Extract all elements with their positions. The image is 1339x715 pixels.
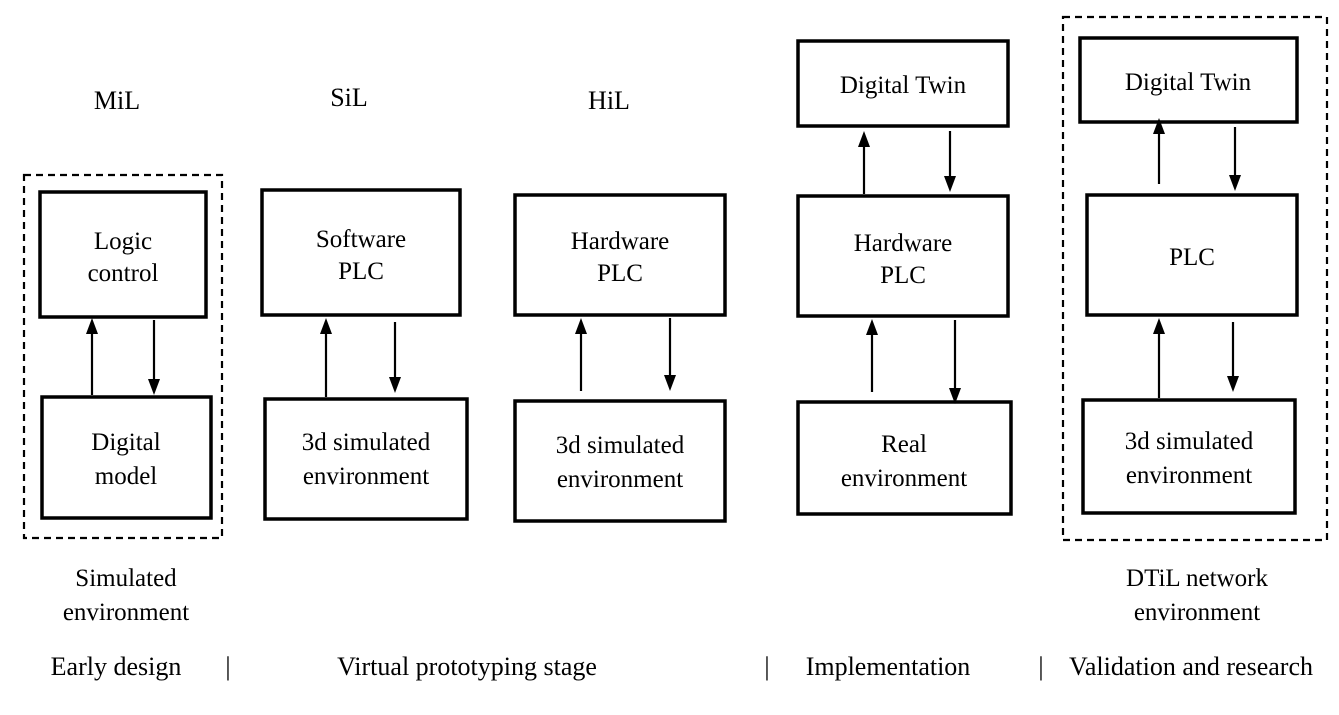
- dtil-digital-twin-box: [1078, 36, 1299, 124]
- column-sil: SiL Software PLC 3d simulated environmen…: [260, 83, 469, 521]
- hil-hardware-plc-line-1: Hardware: [571, 228, 670, 255]
- logic-control-line-2: control: [88, 260, 159, 287]
- column-dtil: Digital Twin PLC 3d simulated environmen…: [1061, 15, 1329, 626]
- sil-3d-sim-env-line-1: 3d simulated: [302, 429, 431, 456]
- simulated-env-caption-line-1: Simulated: [75, 565, 177, 592]
- impl-twin-down-arrow: [944, 131, 956, 192]
- dtil-caption-line-1: DTiL network: [1126, 565, 1268, 592]
- stage-separator-3: |: [1038, 652, 1043, 681]
- real-env-box: [796, 400, 1013, 516]
- impl-hardware-plc-line-2: PLC: [880, 262, 926, 289]
- impl-hardware-plc-line-1: Hardware: [854, 230, 953, 257]
- sil-title: SiL: [330, 83, 368, 112]
- hil-3d-sim-env-box: [513, 399, 727, 523]
- hil-up-arrow: [575, 318, 587, 391]
- sil-3d-sim-env-line-2: environment: [303, 463, 429, 490]
- hil-3d-sim-env-line-2: environment: [557, 466, 683, 493]
- logic-control-line-1: Logic: [94, 228, 152, 255]
- impl-twin-up-arrow: [858, 131, 870, 194]
- impl-env-down-arrow: [949, 320, 961, 404]
- real-env-line-1: Real: [881, 431, 927, 458]
- column-implementation: Digital Twin Hardware PLC Real environme…: [796, 39, 1013, 516]
- digital-model-box: [40, 395, 213, 520]
- stage-early-design: Early design: [51, 652, 182, 681]
- dtil-env-up-arrow: [1153, 318, 1165, 398]
- sil-down-arrow: [389, 322, 401, 393]
- stage-separator-2: |: [764, 652, 769, 681]
- simulated-env-caption-line-2: environment: [63, 599, 189, 626]
- dtil-twin-down-arrow: [1229, 127, 1241, 191]
- stage-implementation: Implementation: [806, 652, 971, 681]
- real-env-line-2: environment: [841, 465, 967, 492]
- impl-hardware-plc-box: [796, 194, 1010, 318]
- dtil-caption-line-2: environment: [1134, 599, 1260, 626]
- dtil-dashed-frame: [1061, 15, 1329, 542]
- mil-up-arrow: [86, 318, 98, 395]
- hil-hardware-plc-line-2: PLC: [597, 260, 643, 287]
- digital-model-line-1: Digital: [91, 429, 160, 456]
- mil-down-arrow: [148, 320, 160, 395]
- dtil-digital-twin-label: Digital Twin: [1125, 69, 1252, 96]
- software-plc-box: [260, 188, 462, 317]
- dtil-3d-sim-env-line-1: 3d simulated: [1125, 428, 1254, 455]
- dtil-plc-box: [1085, 193, 1299, 317]
- dtil-env-down-arrow: [1227, 322, 1239, 392]
- logic-control-box: [38, 190, 208, 319]
- dtil-plc-label: PLC: [1169, 244, 1215, 271]
- impl-digital-twin-label: Digital Twin: [840, 72, 967, 99]
- stage-virtual-prototyping: Virtual prototyping stage: [337, 652, 597, 681]
- hil-down-arrow: [664, 318, 676, 391]
- dtil-3d-sim-env-box: [1081, 398, 1297, 515]
- stage-bar: Early design | Virtual prototyping stage…: [51, 652, 1313, 681]
- impl-digital-twin-box: [796, 39, 1010, 128]
- digital-model-line-2: model: [95, 463, 158, 490]
- stage-separator-1: |: [225, 652, 230, 681]
- sil-3d-sim-env-box: [263, 397, 469, 521]
- column-mil: MiL Logic control Digital model Simulate…: [22, 86, 224, 626]
- software-plc-line-2: PLC: [338, 258, 384, 285]
- software-plc-line-1: Software: [316, 226, 406, 253]
- mil-title: MiL: [94, 86, 140, 115]
- hil-title: HiL: [588, 86, 630, 115]
- mil-dashed-frame: [22, 173, 224, 540]
- column-hil: HiL Hardware PLC 3d simulated environmen…: [513, 86, 727, 523]
- hil-3d-sim-env-line-1: 3d simulated: [556, 432, 685, 459]
- dtil-twin-up-arrow: [1153, 118, 1165, 184]
- sil-up-arrow: [320, 318, 332, 397]
- stage-validation: Validation and research: [1069, 652, 1313, 681]
- hil-hardware-plc-box: [513, 193, 727, 317]
- dtil-3d-sim-env-line-2: environment: [1126, 462, 1252, 489]
- impl-env-up-arrow: [866, 319, 878, 392]
